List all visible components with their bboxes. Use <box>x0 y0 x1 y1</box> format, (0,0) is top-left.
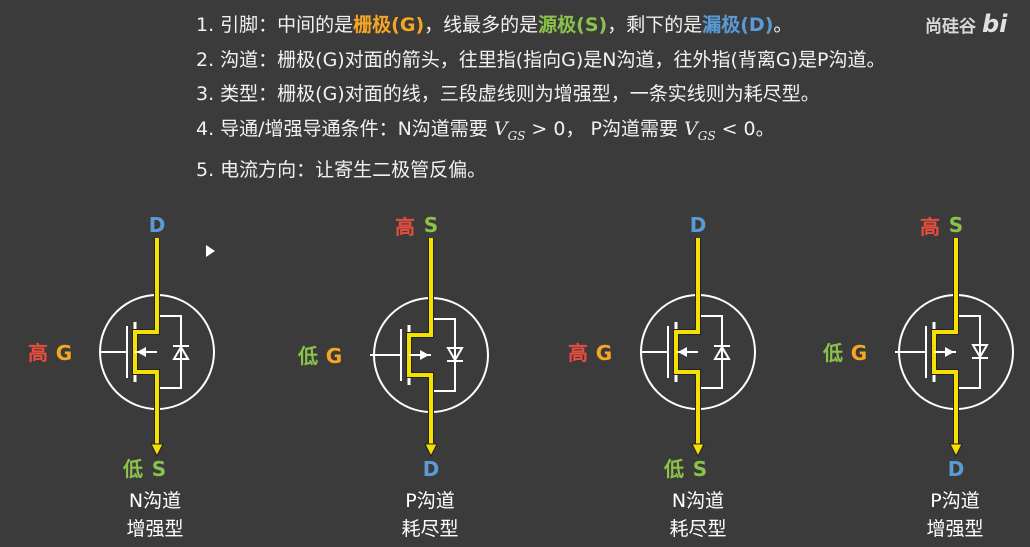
gate-level-label: 高 <box>28 341 48 365</box>
current-path <box>407 238 433 450</box>
diode-triangle <box>446 347 464 362</box>
current-path <box>932 238 958 450</box>
rule-4-text: 4. 导通/增强导通条件：N沟道需要 <box>196 117 494 140</box>
gate-level-label: 高 <box>568 341 588 365</box>
caption-pmos-dep: P沟道 耗尽型 <box>370 487 490 543</box>
rule-1-gate: 栅极(G) <box>353 14 425 36</box>
current-arrow-icon <box>691 443 705 458</box>
current-path <box>133 238 159 450</box>
vgs-v-p: V <box>684 117 698 140</box>
diode-rail <box>698 315 723 389</box>
level-label-low: 低 <box>663 457 684 481</box>
channel-arrow-icon <box>678 347 687 357</box>
current-path-outline <box>406 238 434 450</box>
caption-type: 增强型 <box>926 518 984 540</box>
pin-label-gate: G <box>596 341 612 365</box>
caption-type: 增强型 <box>126 518 184 540</box>
rule-4: 4. 导通/增强导通条件：N沟道需要 VGS > 0， P沟道需要 VGS < … <box>196 112 886 153</box>
rule-4-cond-n: > 0， P沟道需要 <box>525 117 684 140</box>
pin-label-bottom: S <box>693 457 707 481</box>
current-arrow-icon <box>424 443 438 458</box>
pin-label-top: S <box>424 213 438 237</box>
mouse-cursor-icon <box>206 245 215 257</box>
caption-channel: P沟道 <box>930 490 980 512</box>
pin-label-top: S <box>949 213 963 237</box>
channel-arrow-icon <box>420 350 429 360</box>
channel-arrow-icon <box>945 347 954 357</box>
current-arrow-icon <box>150 443 164 458</box>
watermark: 尚硅谷 bi <box>925 10 1007 38</box>
pin-label-bottom: D <box>423 457 440 481</box>
diode-rail <box>157 315 182 389</box>
vgs-v-n: V <box>493 117 508 140</box>
vgs-symbol-p: VGS <box>684 117 716 143</box>
rule-1-source: 源极(S) <box>538 14 608 36</box>
current-path-outline <box>673 238 701 450</box>
pin-label-gate: G <box>56 341 72 365</box>
current-path-outline <box>931 238 959 450</box>
caption-type: 耗尽型 <box>669 518 727 540</box>
gate-level-label: 低 <box>297 344 318 368</box>
caption-pmos-enh: P沟道 增强型 <box>895 487 1015 543</box>
level-label-low: 低 <box>122 457 143 481</box>
rule-1: 1. 引脚：中间的是栅极(G)，线最多的是源极(S)，剩下的是漏极(D)。 <box>196 8 886 43</box>
level-label-high: 高 <box>920 215 940 239</box>
current-path-outline <box>132 238 160 450</box>
vgs-symbol-n: VGS <box>493 117 526 143</box>
pin-label-bottom: D <box>948 457 965 481</box>
watermark-text: 尚硅谷 <box>925 17 976 37</box>
rule-1-text-2: ，线最多的是 <box>424 14 539 36</box>
vgs-sub-p: GS <box>697 128 716 143</box>
diode-triangle <box>971 344 989 359</box>
diode-triangle <box>172 345 190 360</box>
diode-triangle <box>713 345 731 360</box>
caption-nmos-enh: N沟道 增强型 <box>95 487 215 543</box>
level-label-high: 高 <box>395 215 415 239</box>
pin-label-top: D <box>149 213 166 237</box>
caption-channel: N沟道 <box>671 490 725 512</box>
rule-1-text: 1. 引脚：中间的是 <box>196 14 354 36</box>
vgs-sub-n: GS <box>507 128 526 143</box>
rule-1-end: 。 <box>773 14 793 36</box>
diode-rail <box>431 318 456 392</box>
gate-level-label: 低 <box>822 341 843 365</box>
rule-1-text-3: ，剩下的是 <box>607 14 703 36</box>
diode-rail <box>956 315 981 389</box>
rules-list: 1. 引脚：中间的是栅极(G)，线最多的是源极(S)，剩下的是漏极(D)。 2.… <box>196 8 886 187</box>
caption-type: 耗尽型 <box>401 518 459 540</box>
current-arrow-icon <box>949 443 963 458</box>
rule-1-drain: 漏极(D) <box>702 14 774 36</box>
rule-4-cond-p: < 0。 <box>715 117 775 140</box>
current-path <box>674 238 700 450</box>
pin-label-top: D <box>690 213 707 237</box>
channel-arrow-icon <box>137 347 146 357</box>
bilibili-logo: bi <box>982 10 1008 38</box>
pin-label-gate: G <box>326 344 342 368</box>
rule-2: 2. 沟道：栅极(G)对面的箭头，往里指(指向G)是N沟道，往外指(背离G)是P… <box>196 48 886 71</box>
caption-channel: P沟道 <box>405 490 455 512</box>
pin-label-bottom: S <box>152 457 166 481</box>
pin-label-gate: G <box>851 341 867 365</box>
rule-5: 5. 电流方向：让寄生二极管反偏。 <box>196 158 487 181</box>
caption-channel: N沟道 <box>128 490 182 512</box>
rule-3: 3. 类型：栅极(G)对面的线，三段虚线则为增强型，一条实线则为耗尽型。 <box>196 83 820 105</box>
caption-nmos-dep: N沟道 耗尽型 <box>638 487 758 543</box>
